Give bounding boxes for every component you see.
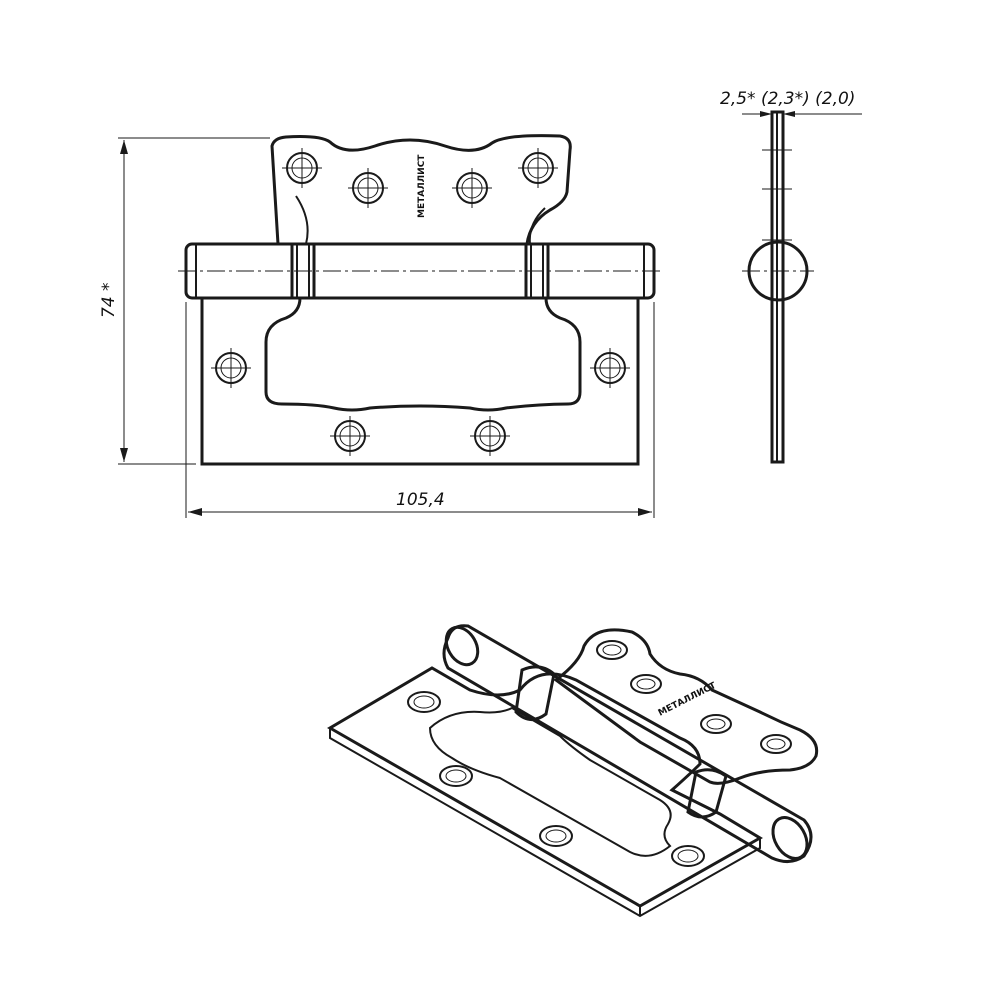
- screw-hole: [539, 825, 573, 847]
- screw-hole: [596, 640, 628, 660]
- dimension-height-label: 74 *: [99, 282, 119, 318]
- dimension-thickness-label: 2,5* (2,3*) (2,0): [720, 89, 855, 109]
- screw-hole: [330, 416, 370, 456]
- upper-leaf-outline: [270, 134, 572, 246]
- dimension-thickness: 2,5* (2,3*) (2,0): [720, 89, 862, 117]
- side-view: 2,5* (2,3*) (2,0): [720, 89, 862, 464]
- screw-hole: [439, 765, 473, 787]
- screw-hole: [518, 148, 558, 188]
- screw-hole: [700, 714, 732, 734]
- screw-hole: [407, 691, 441, 713]
- iso-barrel-end-bottom: [771, 816, 809, 860]
- barrel-ring-left: [290, 242, 316, 300]
- lower-leaf-cutout: [264, 297, 582, 412]
- screw-hole: [760, 734, 792, 754]
- lower-leaf-outline: [200, 298, 640, 466]
- iso-lower-plate: [327, 666, 763, 908]
- screw-hole: [348, 168, 388, 208]
- screw-hole: [590, 348, 630, 388]
- iso-upper-wing: [553, 628, 819, 785]
- dimension-height: 74 *: [99, 137, 270, 465]
- iso-brand-label: МЕТАЛЛИСТ: [657, 681, 719, 719]
- iso-barrel-ring-right: [686, 768, 728, 819]
- iso-barrel-end-top: [444, 625, 480, 667]
- iso-barrel-ring-left: [514, 665, 556, 721]
- screw-hole: [470, 416, 510, 456]
- isometric-view: МЕТАЛЛИСТ: [327, 624, 819, 918]
- dimension-width: 105,4: [185, 302, 655, 518]
- screw-hole: [282, 148, 322, 188]
- screw-hole: [452, 168, 492, 208]
- screw-hole: [630, 674, 662, 694]
- screw-hole: [671, 845, 705, 867]
- screw-hole: [211, 348, 251, 388]
- upper-leaf-inner-curve: [295, 195, 546, 245]
- iso-cutout: [428, 706, 672, 857]
- front-view: МЕТАЛЛИСТ 74 * 105,4: [99, 134, 664, 518]
- dimension-width-label: 105,4: [396, 490, 445, 510]
- brand-label: МЕТАЛЛИСТ: [417, 154, 427, 218]
